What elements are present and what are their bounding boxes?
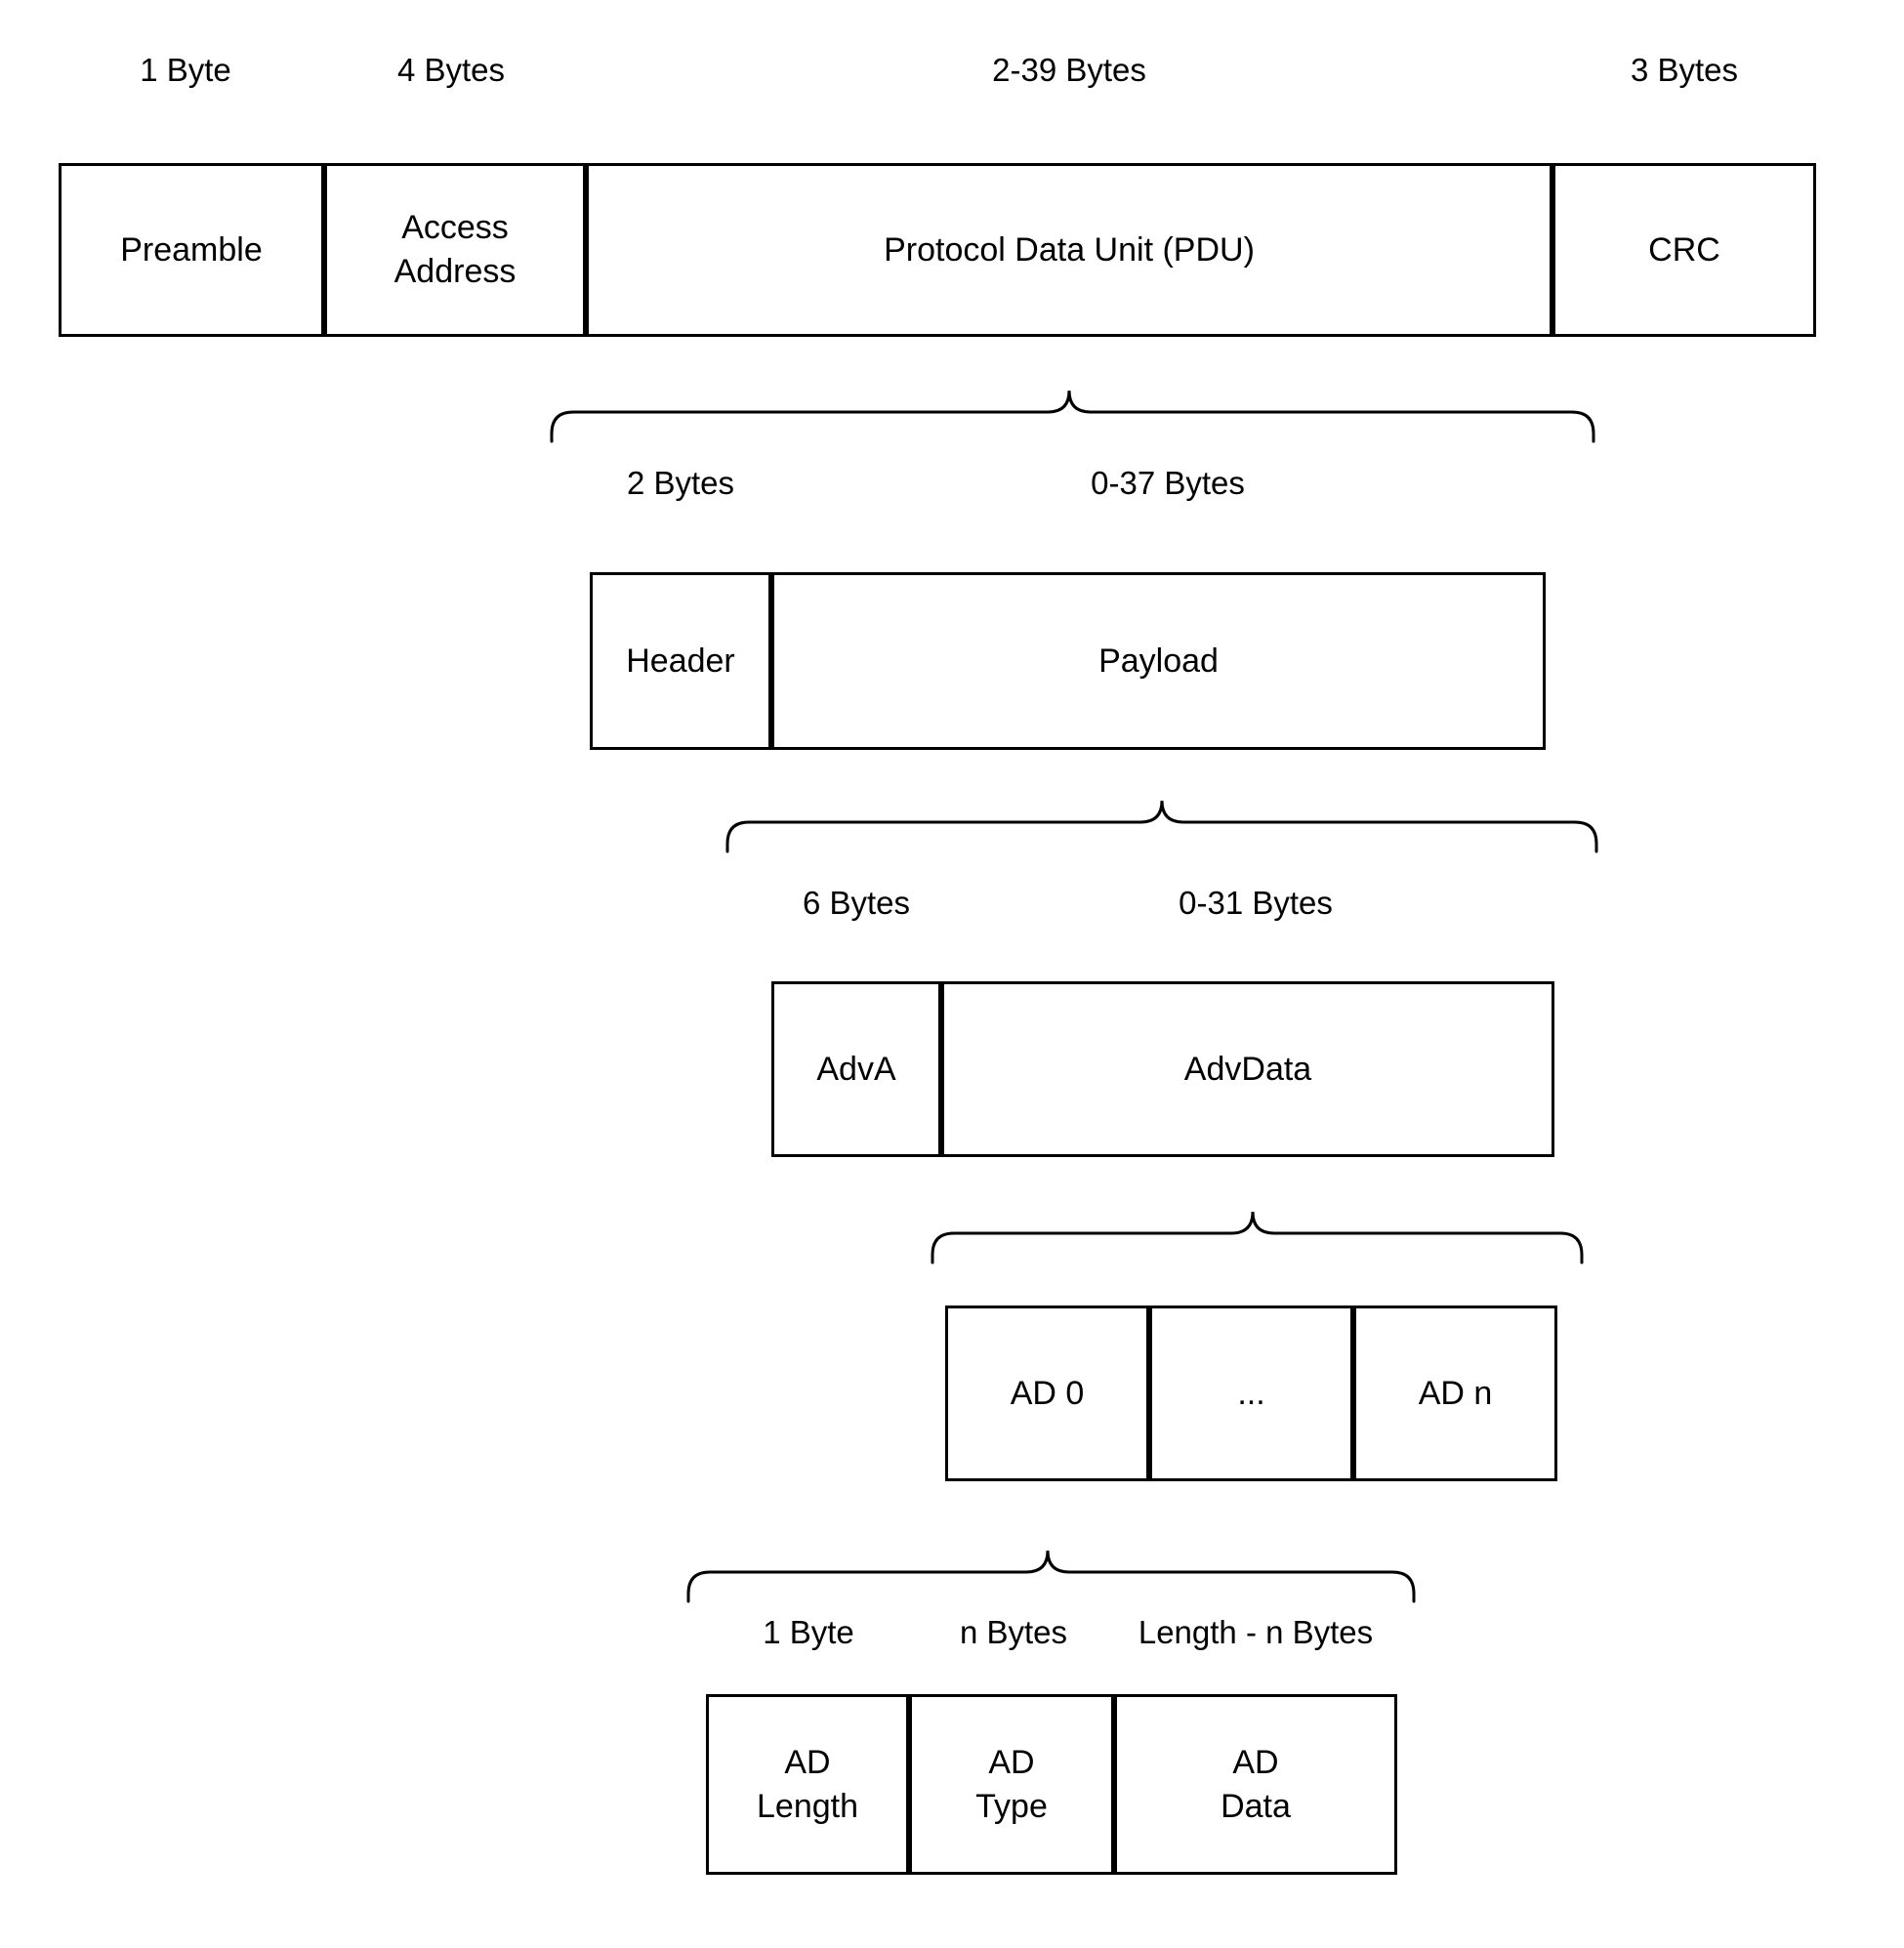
field-box-ad-data: AD Data [1114,1694,1397,1875]
size-label-payload-breakdown-0: 6 Bytes [802,885,911,921]
grouping-brace [725,800,1598,857]
size-label-pdu-breakdown-0: 2 Bytes [626,465,735,501]
field-box-adva: AdvA [771,981,941,1157]
size-label-payload-breakdown-1: 0-31 Bytes [1179,885,1333,921]
field-box-ad-length: AD Length [706,1694,909,1875]
grouping-brace [686,1550,1416,1607]
field-box-payload: Payload [771,572,1546,750]
grouping-brace [931,1211,1584,1268]
size-label-ad-structure-breakdown-1: n Bytes [959,1614,1068,1650]
size-label-link-layer-packet-1: 4 Bytes [396,52,506,88]
size-label-link-layer-packet-0: 1 Byte [140,52,231,88]
field-box-header: Header [590,572,771,750]
size-label-ad-structure-breakdown-2: Length - n Bytes [1138,1614,1374,1650]
field-box-pdu: Protocol Data Unit (PDU) [586,163,1552,337]
field-box-advdata: AdvData [941,981,1554,1157]
grouping-brace [550,390,1595,447]
field-box-preamble: Preamble [59,163,324,337]
size-label-pdu-breakdown-1: 0-37 Bytes [1091,465,1245,501]
field-box-ad-x: ... [1149,1306,1353,1481]
field-box-crc: CRC [1552,163,1816,337]
field-box-access-address: Access Address [324,163,586,337]
field-box-ad-0: AD 0 [945,1306,1149,1481]
size-label-link-layer-packet-2: 2-39 Bytes [992,52,1146,88]
field-box-ad-type: AD Type [909,1694,1114,1875]
size-label-ad-structure-breakdown-0: 1 Byte [763,1614,854,1650]
field-box-ad-n: AD n [1353,1306,1557,1481]
size-label-link-layer-packet-3: 3 Bytes [1630,52,1739,88]
